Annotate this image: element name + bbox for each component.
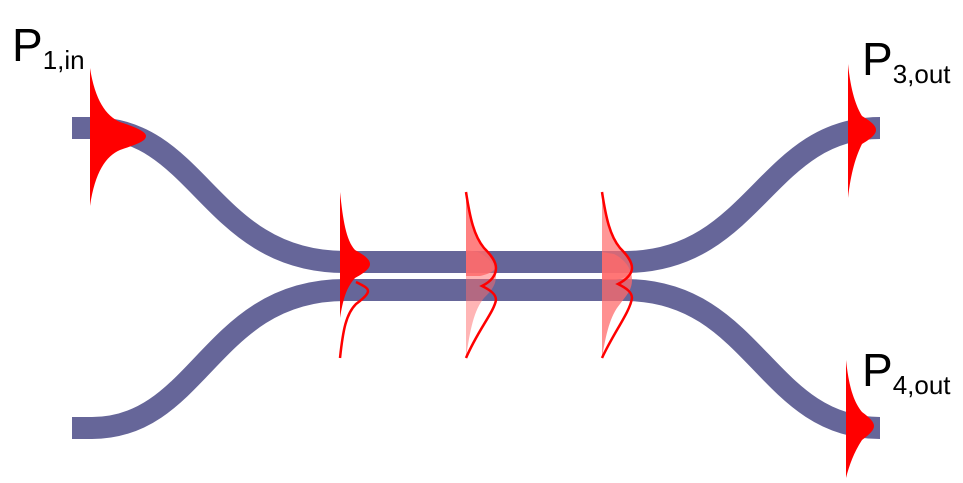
pulse-lower-stage-2 <box>466 250 496 358</box>
port-3-label-main: P <box>862 33 893 85</box>
port-4-label-sub: 4,out <box>892 370 951 400</box>
input-pulse <box>90 68 146 206</box>
coupler-pulse-stage-1 <box>338 192 370 359</box>
pulse-lower-stage-1 <box>338 280 370 359</box>
output-port-4-label: P4,out <box>862 344 951 398</box>
output-port-3-label: P3,out <box>862 33 951 87</box>
port-3-label-sub: 3,out <box>892 59 951 89</box>
pulse-lower-stage-3 <box>602 252 632 358</box>
output-pulse-port-3 <box>848 64 876 198</box>
pulse-upper-stage-1 <box>340 192 370 318</box>
port-1-label-main: P <box>12 19 43 71</box>
pulse-outline-stage-3 <box>600 191 634 359</box>
coupler-pulse-stage-2 <box>464 191 498 359</box>
pulse-outline-stage-2 <box>464 191 498 359</box>
port-1-label-sub: 1,in <box>42 45 85 75</box>
coupler-pulse-stage-3 <box>600 191 634 359</box>
input-port-1-label: P1,in <box>12 19 85 73</box>
port-4-label-main: P <box>862 344 893 396</box>
output-pulse-port-4 <box>846 360 874 478</box>
